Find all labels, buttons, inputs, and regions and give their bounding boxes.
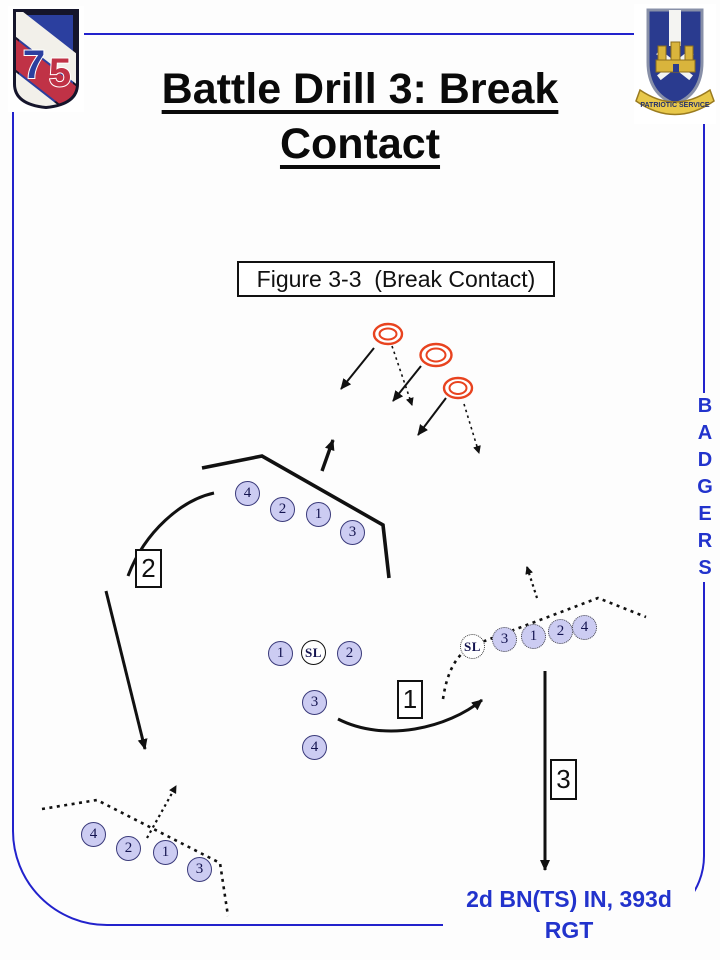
- crest-banner: [635, 88, 715, 116]
- patch-number-5: 5: [49, 51, 71, 95]
- team-member-circle: 2: [270, 497, 295, 522]
- crest-castle: [655, 41, 696, 73]
- badgers-letter: A: [697, 422, 713, 444]
- figure-caption: Figure 3-3 (Break Contact): [256, 265, 536, 292]
- slide-title-line2: Contact: [279, 120, 441, 169]
- badgers-vertical-label: B A D G E R S: [691, 393, 719, 582]
- crest-motto-text: PATRIOTIC SERVICE: [640, 102, 710, 109]
- team-member-circle: 2: [116, 836, 141, 861]
- team-member-circle: 3: [492, 627, 517, 652]
- team-member-circle: 2: [548, 619, 573, 644]
- phase-2-route: [104, 491, 215, 750]
- 75th-regiment-patch: 7 5: [8, 6, 84, 112]
- enemy-position-symbols: [372, 322, 474, 400]
- unit-designation-line2: RGT: [544, 917, 594, 944]
- enemy-attack-arrows: [340, 345, 481, 454]
- squad-leader-circle: SL: [460, 634, 485, 659]
- unit-designation-line1: 2d BN(TS) IN, 393d: [466, 886, 672, 912]
- patch-number-7: 7: [23, 43, 45, 87]
- phase-marker-1: 1: [397, 680, 423, 719]
- return-fire-arrow: [320, 439, 335, 472]
- team-member-circle: 3: [302, 690, 327, 715]
- bottom-squad-perimeter: [41, 785, 230, 917]
- slide-title-line1: Battle Drill 3: Break: [161, 65, 559, 113]
- team-member-circle: 1: [521, 624, 546, 649]
- phase-marker-3: 3: [550, 759, 577, 800]
- phase-marker-2: 2: [135, 549, 162, 588]
- team-member-circle: 4: [81, 822, 106, 847]
- team-member-circle: 1: [153, 840, 178, 865]
- phase-1-route-arrow: [337, 698, 483, 733]
- badgers-letter: G: [697, 476, 713, 498]
- team-member-circle: 1: [268, 641, 293, 666]
- team-member-circle: 1: [306, 502, 331, 527]
- team-member-circle: 4: [235, 481, 260, 506]
- badgers-letter: S: [698, 557, 712, 579]
- badgers-letter: R: [697, 530, 713, 552]
- unit-crest: PATRIOTIC SERVICE: [634, 4, 716, 124]
- figure-caption-box: Figure 3-3 (Break Contact): [237, 261, 555, 297]
- team-member-circle: 4: [572, 615, 597, 640]
- badgers-letter: E: [698, 503, 712, 525]
- team-member-circle: 3: [187, 857, 212, 882]
- right-squad-perimeter: [441, 566, 647, 700]
- badgers-letter: B: [697, 395, 713, 417]
- squad-in-contact-perimeter: [201, 439, 391, 579]
- unit-designation: 2d BN(TS) IN, 393d RGT: [443, 884, 695, 947]
- team-member-circle: 4: [302, 735, 327, 760]
- slide-title: Battle Drill 3: Break Contact: [60, 62, 660, 172]
- squad-leader-circle: SL: [301, 640, 326, 665]
- team-member-circle: 3: [340, 520, 365, 545]
- team-member-circle: 2: [337, 641, 362, 666]
- badgers-letter: D: [697, 449, 713, 471]
